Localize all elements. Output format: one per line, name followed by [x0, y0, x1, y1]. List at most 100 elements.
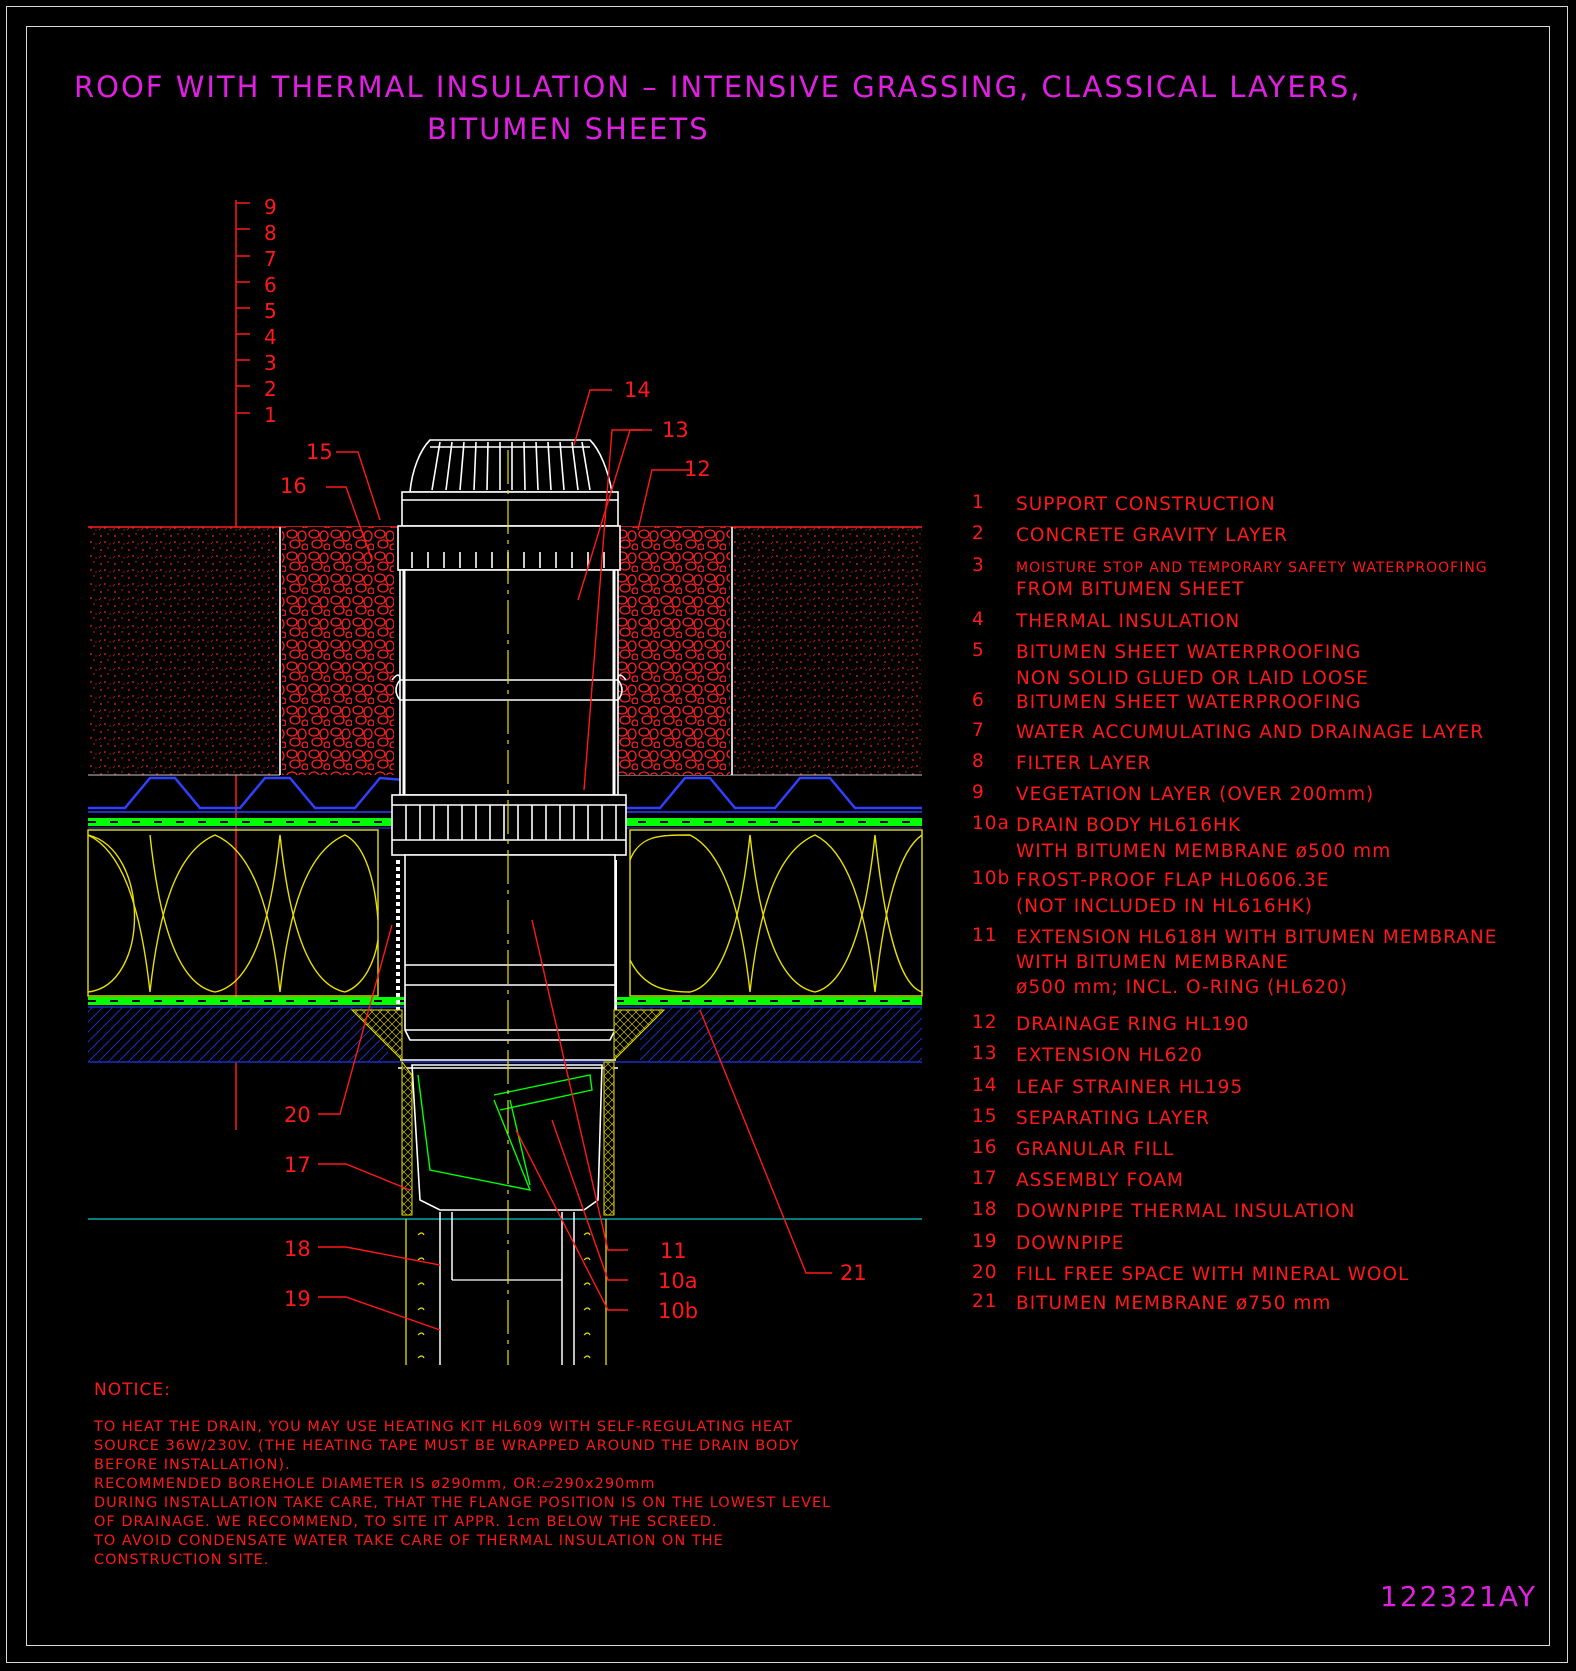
legend-text: CONCRETE GRAVITY LAYER [1016, 525, 1288, 546]
legend-number: 12 [972, 1012, 998, 1033]
callout-20: 20 [284, 1103, 311, 1127]
legend-number: 10b [972, 868, 1011, 889]
legend-text: WATER ACCUMULATING AND DRAINAGE LAYER [1016, 722, 1485, 743]
drawing-code: 122321AY [1380, 1580, 1537, 1613]
legend-number: 5 [972, 640, 985, 661]
notice-line: RECOMMENDED BOREHOLE DIAMETER IS ø290mm,… [94, 1476, 656, 1492]
legend-number: 11 [972, 925, 998, 946]
legend-text: EXTENSION HL620 [1016, 1045, 1203, 1066]
legend-text: MOISTURE STOP AND TEMPORARY SAFETY WATER… [1016, 560, 1488, 576]
callout-12: 12 [684, 457, 711, 481]
scale-label: 5 [264, 299, 277, 323]
drawing-title-line-2: BITUMEN SHEETS [427, 112, 710, 146]
legend-text: NON SOLID GLUED OR LAID LOOSE [1016, 668, 1369, 689]
legend-number: 9 [972, 782, 985, 803]
legend-number: 21 [972, 1291, 998, 1312]
legend-text: SEPARATING LAYER [1016, 1108, 1210, 1129]
legend-number: 18 [972, 1199, 998, 1220]
legend-text: EXTENSION HL618H WITH BITUMEN MEMBRANE [1016, 927, 1498, 948]
callout-10b: 10b [658, 1299, 698, 1323]
callout-14: 14 [624, 378, 651, 402]
callout-18: 18 [284, 1237, 311, 1261]
notice-heading: NOTICE: [94, 1380, 171, 1400]
legend-text: FILL FREE SPACE WITH MINERAL WOOL [1016, 1264, 1410, 1285]
legend-number: 20 [972, 1262, 998, 1283]
legend-text: (NOT INCLUDED IN HL616HK) [1016, 896, 1313, 917]
outer-frame [6, 6, 1568, 1663]
legend-number: 19 [972, 1231, 998, 1252]
notice-line: SOURCE 36W/230V. (THE HEATING TAPE MUST … [94, 1438, 800, 1454]
legend-number: 7 [972, 720, 985, 741]
legend-text: WITH BITUMEN MEMBRANE [1016, 952, 1289, 973]
scale-label: 2 [264, 377, 277, 401]
inner-frame [26, 26, 1550, 1646]
legend-number: 3 [972, 555, 985, 576]
legend-text: BITUMEN SHEET WATERPROOFING [1016, 692, 1362, 713]
callout-13: 13 [662, 418, 689, 442]
downpipe [405, 1212, 607, 1365]
callout-15: 15 [306, 440, 333, 464]
legend-number: 4 [972, 609, 985, 630]
scale-label: 1 [264, 403, 277, 427]
scale-label: 6 [264, 273, 277, 297]
legend-text: BITUMEN SHEET WATERPROOFING [1016, 642, 1362, 663]
scale-label: 7 [264, 247, 277, 271]
legend-text: THERMAL INSULATION [1016, 611, 1241, 632]
notice-line: BEFORE INSTALLATION). [94, 1457, 291, 1473]
notice-line: OF DRAINAGE. WE RECOMMEND, TO SITE IT AP… [94, 1514, 718, 1530]
extension-hl620 [399, 569, 619, 796]
legend-number: 16 [972, 1137, 998, 1158]
vegetation-layer [88, 526, 922, 776]
callout-10a: 10a [658, 1269, 698, 1293]
installation-notice: NOTICE: TO HEAT THE DRAIN, YOU MAY USE H… [94, 1380, 854, 1570]
notice-line: TO AVOID CONDENSATE WATER TAKE CARE OF T… [94, 1533, 724, 1549]
legend-text: DRAIN BODY HL616HK [1016, 815, 1242, 836]
legend-text: SUPPORT CONSTRUCTION [1016, 494, 1276, 515]
legend-number: 8 [972, 751, 985, 772]
callout-19: 19 [284, 1287, 311, 1311]
legend-text: BITUMEN MEMBRANE ø750 mm [1016, 1293, 1332, 1314]
callout-16: 16 [280, 474, 307, 498]
legend-number: 17 [972, 1168, 998, 1189]
notice-line: CONSTRUCTION SITE. [94, 1552, 270, 1568]
legend-text: DOWNPIPE [1016, 1233, 1125, 1254]
legend-text: VEGETATION LAYER (OVER 200mm) [1016, 784, 1375, 805]
drainage-ring [391, 794, 627, 856]
legend-text: FROM BITUMEN SHEET [1016, 579, 1245, 600]
layer-scale: 9 8 7 6 5 4 3 2 1 [235, 195, 277, 1130]
legend-text: ø500 mm; INCL. O-RING (HL620) [1016, 977, 1349, 998]
callout-17: 17 [284, 1153, 311, 1177]
roof-drain-assembly [391, 439, 627, 1211]
legend-number: 15 [972, 1106, 998, 1127]
drain-body [411, 1064, 603, 1211]
legend-number: 13 [972, 1043, 998, 1064]
callout-labels: 14 13 12 15 16 20 17 18 19 11 10a 10b 21 [280, 378, 867, 1323]
legend-number: 14 [972, 1075, 998, 1096]
legend-number: 10a [972, 813, 1010, 834]
legend-text: LEAF STRAINER HL195 [1016, 1077, 1244, 1098]
scale-label: 9 [264, 195, 277, 219]
scale-label: 3 [264, 351, 277, 375]
thermal-insulation [87, 829, 923, 997]
legend-text: WITH BITUMEN MEMBRANE ø500 mm [1016, 841, 1392, 862]
callout-21: 21 [840, 1261, 867, 1285]
legend-text: DOWNPIPE THERMAL INSULATION [1016, 1201, 1356, 1222]
scale-label: 4 [264, 325, 277, 349]
drawing-title-line-1: ROOF WITH THERMAL INSULATION – INTENSIVE… [74, 70, 1362, 104]
notice-line: TO HEAT THE DRAIN, YOU MAY USE HEATING K… [94, 1419, 793, 1435]
legend-text: DRAINAGE RING HL190 [1016, 1014, 1250, 1035]
granular-fill [279, 527, 733, 775]
callout-11: 11 [660, 1239, 687, 1263]
leader-lines [318, 389, 832, 1331]
legend-number: 2 [972, 523, 985, 544]
legend-number: 6 [972, 690, 985, 711]
extension-hl618h [404, 854, 616, 1041]
legend-text: FILTER LAYER [1016, 753, 1152, 774]
legend-text: GRANULAR FILL [1016, 1139, 1175, 1160]
legend-text: FROST-PROOF FLAP HL0606.3E [1016, 870, 1330, 891]
notice-line: DURING INSTALLATION TAKE CARE, THAT THE … [94, 1495, 832, 1511]
legend-number: 1 [972, 492, 985, 513]
legend-text: ASSEMBLY FOAM [1016, 1170, 1185, 1191]
